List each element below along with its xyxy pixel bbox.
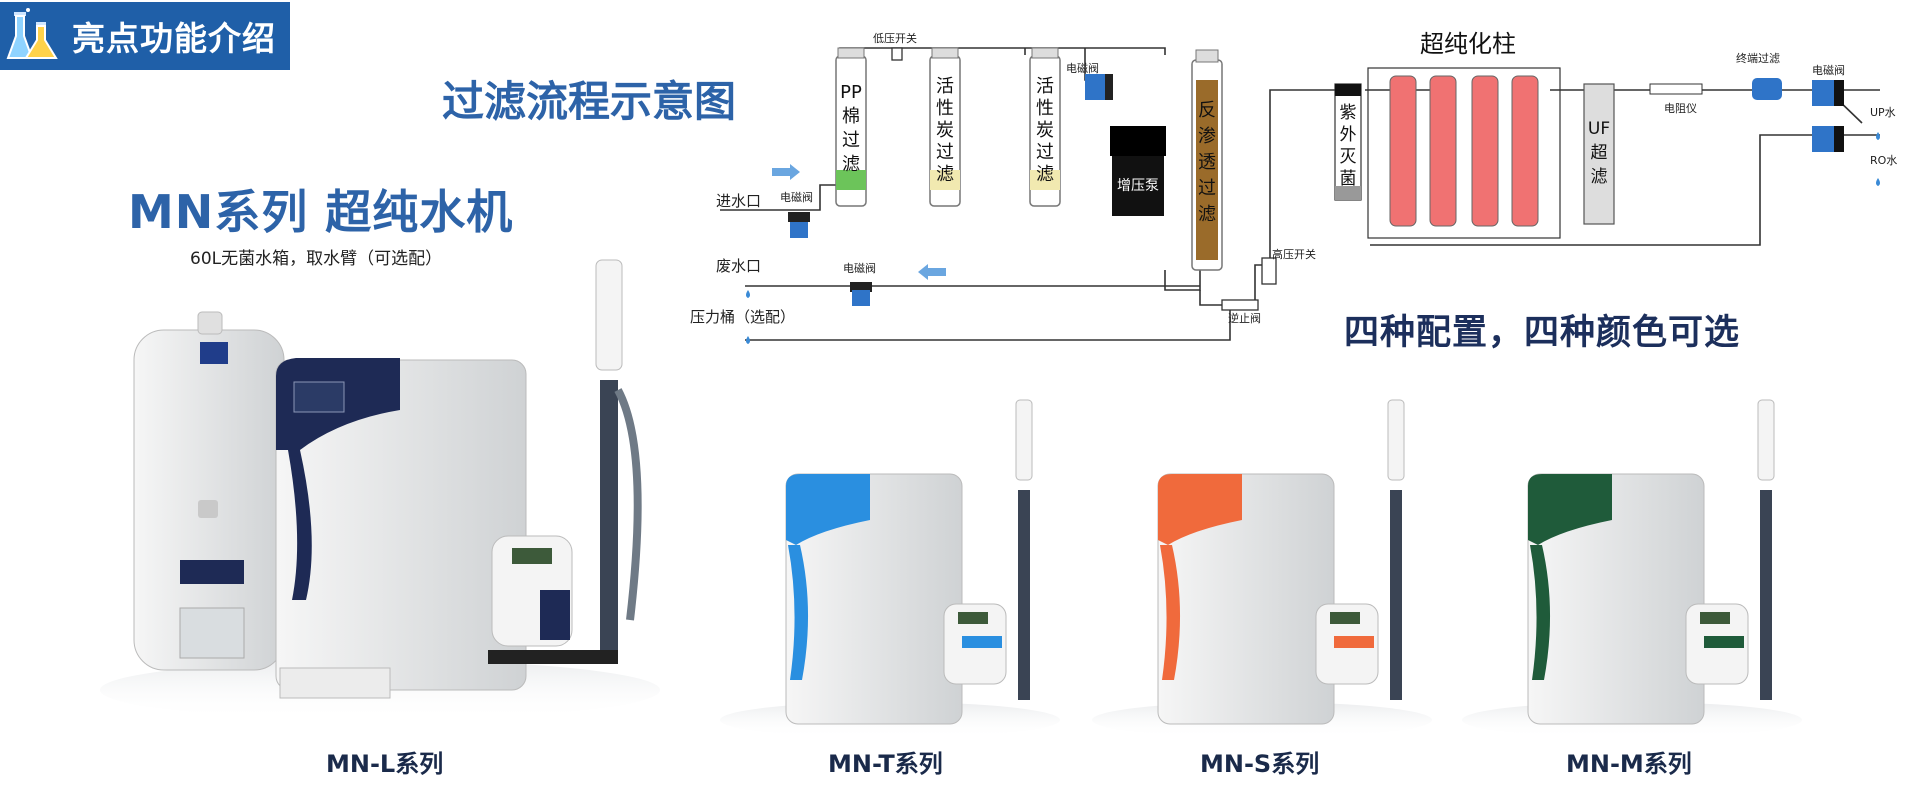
mn-m-product bbox=[1462, 399, 1802, 738]
terminal-filter-label: 终端过滤 bbox=[1736, 51, 1780, 65]
carbon-filter-2 bbox=[1029, 47, 1061, 207]
ro-label-3: 过 bbox=[1198, 178, 1216, 199]
ultrapure-frame bbox=[1367, 67, 1561, 239]
uv-sterilizer bbox=[1334, 83, 1362, 201]
pump-label: 增压泵 bbox=[1117, 178, 1159, 194]
resistivity-label: 电阻仪 bbox=[1664, 102, 1697, 115]
carbon1-label-2: 炭 bbox=[936, 120, 954, 141]
ro-label-2: 透 bbox=[1198, 152, 1216, 173]
model-label-mn-m: MN-M系列 bbox=[1566, 750, 1692, 778]
up-outlet-valve bbox=[1812, 80, 1844, 106]
uv-label-2: 灭 bbox=[1340, 147, 1357, 167]
pp-label-1: 棉 bbox=[842, 106, 860, 127]
inlet-arrow-icon bbox=[772, 164, 800, 180]
mn-s-product bbox=[1092, 399, 1432, 738]
ro-water-label: RO水 bbox=[1870, 154, 1897, 167]
model-label-mn-s: MN-S系列 bbox=[1200, 750, 1320, 778]
ultrapure-columns bbox=[1389, 75, 1539, 227]
carbon2-label-1: 性 bbox=[1036, 98, 1054, 119]
terminal-filter bbox=[1752, 78, 1782, 100]
config-headline: 四种配置，四种颜色可选 bbox=[1344, 313, 1741, 353]
carbon2-label-2: 炭 bbox=[1036, 120, 1054, 141]
carbon1-label-0: 活 bbox=[936, 76, 954, 97]
model-label-mn-t: MN-T系列 bbox=[828, 750, 943, 778]
ro-outlet-valve bbox=[1812, 126, 1844, 152]
carbon-filter-1 bbox=[929, 47, 961, 207]
carbon1-label-4: 滤 bbox=[936, 164, 954, 185]
tank-drop-icon bbox=[746, 336, 750, 344]
uf-label-2: 滤 bbox=[1591, 167, 1608, 187]
uf-filter bbox=[1583, 83, 1615, 225]
waste-outlet-label: 废水口 bbox=[716, 257, 761, 275]
pp-label-2: 过 bbox=[842, 130, 860, 151]
up-water-label: UP水 bbox=[1870, 106, 1896, 119]
waste-arrow-icon bbox=[918, 264, 946, 280]
waste-drop-icon bbox=[746, 290, 750, 298]
uf-label-0: UF bbox=[1588, 119, 1610, 139]
ro-membrane bbox=[1191, 49, 1223, 271]
up-drop-icon bbox=[1876, 132, 1880, 140]
mn-l-product bbox=[100, 259, 660, 720]
waste-solenoid-label: 电磁阀 bbox=[843, 261, 876, 275]
low-pressure-switch-label: 低压开关 bbox=[873, 31, 917, 45]
high-pressure-switch-label: 高压开关 bbox=[1272, 247, 1316, 261]
carbon1-label-1: 性 bbox=[936, 98, 954, 119]
pp-label-0: PP bbox=[840, 82, 862, 103]
pp-label-3: 滤 bbox=[842, 154, 860, 175]
carbon2-label-0: 活 bbox=[1036, 76, 1054, 97]
resistivity-meter bbox=[1649, 83, 1703, 95]
flask-icon bbox=[6, 8, 58, 59]
pump-solenoid-valve bbox=[1085, 74, 1113, 100]
section-badge: 亮点功能介绍 bbox=[0, 2, 290, 70]
waste-solenoid-valve bbox=[850, 282, 872, 306]
carbon2-label-4: 滤 bbox=[1036, 164, 1054, 185]
uv-label-1: 外 bbox=[1340, 125, 1357, 145]
uv-label-3: 菌 bbox=[1340, 169, 1357, 189]
product-subtitle: 60L无菌水箱，取水臂（可选配） bbox=[190, 249, 443, 269]
carbon2-label-3: 过 bbox=[1036, 142, 1054, 163]
ro-label-4: 滤 bbox=[1198, 204, 1216, 225]
booster-pump bbox=[1110, 126, 1166, 216]
carbon1-label-3: 过 bbox=[936, 142, 954, 163]
inlet-solenoid-label: 电磁阀 bbox=[780, 190, 813, 204]
inlet-solenoid-valve bbox=[788, 212, 810, 238]
model-label-mn-l: MN-L系列 bbox=[326, 750, 444, 778]
ro-label-0: 反 bbox=[1198, 100, 1216, 121]
uv-label-0: 紫 bbox=[1340, 103, 1357, 123]
uf-label-1: 超 bbox=[1591, 143, 1608, 163]
section-title: 亮点功能介绍 bbox=[72, 19, 276, 58]
ro-label-1: 渗 bbox=[1198, 126, 1216, 147]
flow-diagram-title: 过滤流程示意图 bbox=[442, 77, 737, 126]
mn-t-product bbox=[720, 399, 1060, 738]
pump-solenoid-label: 电磁阀 bbox=[1066, 61, 1099, 75]
ro-drop-icon bbox=[1876, 178, 1880, 186]
check-valve-label: 逆止阀 bbox=[1228, 311, 1261, 325]
ultrapure-column-title: 超纯化柱 bbox=[1420, 30, 1516, 58]
inlet-label: 进水口 bbox=[716, 192, 761, 210]
product-title: MN系列 超纯水机 bbox=[128, 185, 514, 239]
outlet-solenoid-label: 电磁阀 bbox=[1812, 63, 1845, 77]
pressure-tank-label: 压力桶（选配） bbox=[690, 308, 795, 326]
pp-cotton-filter bbox=[835, 47, 867, 207]
